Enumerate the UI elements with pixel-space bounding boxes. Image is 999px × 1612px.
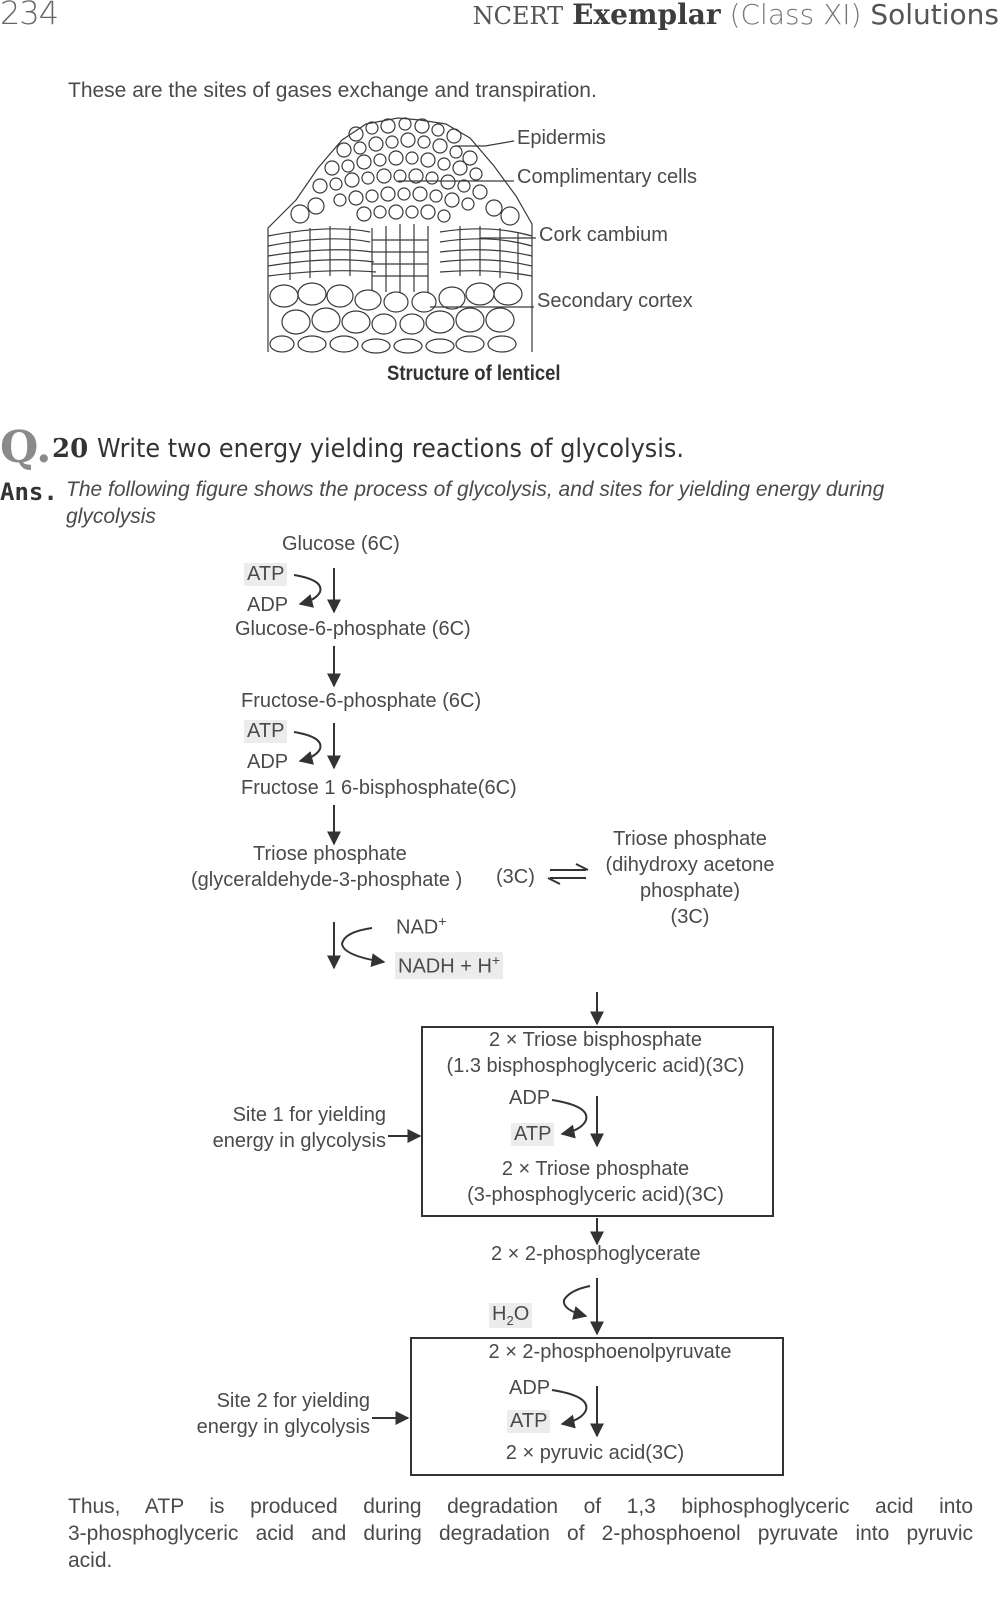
curve-atp-adp-2 (293, 731, 322, 765)
box2-adp: ADP (509, 1377, 551, 1399)
conclusion-line-3: acid. (68, 1549, 113, 1572)
label-complimentary-cells: Complimentary cells (517, 166, 698, 188)
site1-label-line1: Site 1 for yielding (232, 1104, 386, 1126)
dhap-line2: (dihydroxy acetone (605, 854, 775, 876)
water: H2O (489, 1303, 533, 1328)
label-secondary-cortex: Secondary cortex (537, 290, 693, 312)
triose-g3p-line1: Triose phosphate (253, 843, 407, 865)
box2-atp: ATP (507, 1410, 551, 1433)
box1-line1: 2 × Triose bisphosphate (489, 1029, 702, 1051)
running-head-solutions: Solutions (870, 0, 999, 31)
dhap-line4: (3C) (670, 906, 710, 928)
glucose-6-phosphate: Glucose-6-phosphate (6C) (235, 618, 471, 640)
fructose-bisphosphate: Fructose 1 6-bisphosphate(6C) (241, 777, 517, 799)
lenticel-diagram (267, 117, 536, 354)
answer-label: Ans. (0, 478, 58, 506)
answer-line-2: glycolysis (66, 505, 156, 528)
dhap-line1: Triose phosphate (613, 828, 767, 850)
running-head-class: (Class XI) (729, 0, 862, 31)
question-number: 20 (52, 434, 89, 464)
secondary-cortex (269, 282, 523, 354)
triose-g3p-carbon: (3C) (496, 866, 535, 888)
site2-label-line2: energy in glycolysis (196, 1416, 370, 1438)
atp-1: ATP (244, 563, 288, 586)
box1-line4: (3-phosphoglyceric acid)(3C) (467, 1184, 724, 1206)
label-cork-cambium: Cork cambium (539, 224, 668, 246)
figure-caption: Structure of lenticel (387, 362, 561, 385)
curve-adp-atp-2 (551, 1389, 588, 1429)
box1-adp: ADP (509, 1087, 551, 1109)
box1-line3: 2 × Triose phosphate (501, 1158, 690, 1180)
site1-label-line2: energy in glycolysis (212, 1130, 386, 1152)
complementary-cells (290, 117, 520, 226)
intro-line: These are the sites of gases exchange an… (68, 79, 597, 102)
question-mark: Q. (0, 422, 52, 473)
fructose-6-phosphate: Fructose-6-phosphate (6C) (241, 690, 482, 712)
page-number: 234 (0, 0, 59, 32)
box2-line2: 2 × pyruvic acid(3C) (505, 1442, 685, 1464)
conclusion-line-1: Thus, ATP is produced during degradation… (68, 1495, 973, 1518)
running-head-ncert: NCERT (472, 2, 564, 30)
cork-cambium (267, 224, 533, 292)
adp-2: ADP (247, 751, 289, 773)
site2-box (410, 1337, 784, 1476)
curve-h2o (562, 1285, 591, 1320)
nadh: NADH + H+ (395, 952, 504, 979)
site1-box (421, 1026, 774, 1217)
triose-g3p-line2: (glyceraldehyde-3-phosphate ) (191, 869, 463, 891)
curve-atp-adp-1 (293, 574, 322, 608)
2-phosphoglycerate: 2 × 2-phosphoglycerate (491, 1243, 701, 1265)
curve-adp-atp-1 (551, 1099, 588, 1139)
question-text: Write two energy yielding reactions of g… (97, 434, 684, 464)
running-head: NCERT Exemplar (Class XI) Solutions (473, 0, 999, 31)
glucose: Glucose (6C) (282, 533, 400, 555)
box1-atp: ATP (511, 1123, 555, 1146)
conclusion-line-2: 3-phosphoglyceric acid and during degrad… (68, 1522, 973, 1545)
nad-plus: NAD+ (396, 913, 447, 939)
site2-label-line1: Site 2 for yielding (216, 1390, 370, 1412)
box2-line1: 2 × 2-phosphoenolpyruvate (488, 1341, 732, 1363)
conclusion-paragraph: Thus, ATP is produced during degradation… (68, 1493, 973, 1574)
adp-1: ADP (247, 594, 289, 616)
box1-line2: (1.3 bisphosphoglyceric acid)(3C) (446, 1055, 745, 1077)
atp-2: ATP (244, 720, 288, 743)
label-epidermis: Epidermis (517, 127, 606, 149)
running-head-exemplar: Exemplar (572, 0, 721, 31)
dhap-line3: phosphate) (639, 880, 741, 902)
answer-line-1: The following figure shows the process o… (66, 478, 885, 501)
curve-nad-nadh (340, 927, 386, 968)
